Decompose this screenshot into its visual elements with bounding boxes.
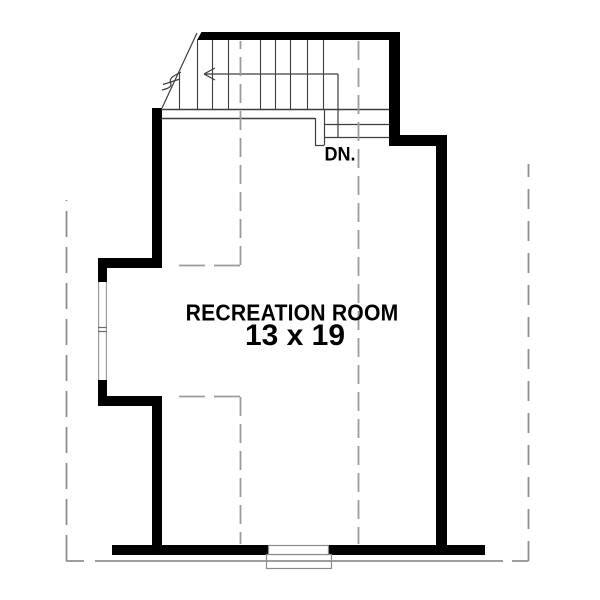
wall-bump-left-lower (98, 380, 107, 398)
wall-right-upper (389, 32, 400, 146)
arrow-head-upper (203, 67, 216, 75)
wall-top (197, 32, 400, 40)
wall-bump-bottom (98, 396, 162, 406)
stair-cut-diagonal (161, 32, 198, 109)
left-window (97, 282, 108, 380)
bottom-window-opening (267, 544, 330, 556)
stair-down-label: DN. (324, 144, 356, 166)
room-name-label: RECREATION ROOM (185, 299, 399, 326)
walls (98, 32, 485, 555)
bottom-window (265, 544, 333, 570)
room-dimensions-label: 13 x 19 (244, 319, 346, 352)
wall-step-right (389, 135, 447, 146)
stair-break-tick (162, 78, 181, 86)
wall-bump-left-upper (98, 268, 107, 282)
wall-bump-top (98, 258, 162, 268)
staircase (161, 32, 389, 147)
wall-bottom-left-segment (112, 545, 270, 555)
wall-left-upper (152, 108, 162, 268)
wall-right-lower (436, 135, 447, 555)
dashed-guides (171, 41, 360, 544)
wall-left-lower (152, 396, 162, 555)
wall-bottom-right-segment (327, 545, 485, 555)
roof-outline (65, 164, 530, 562)
stair-direction-arrow (203, 67, 339, 137)
arrow-head-lower (203, 73, 216, 81)
